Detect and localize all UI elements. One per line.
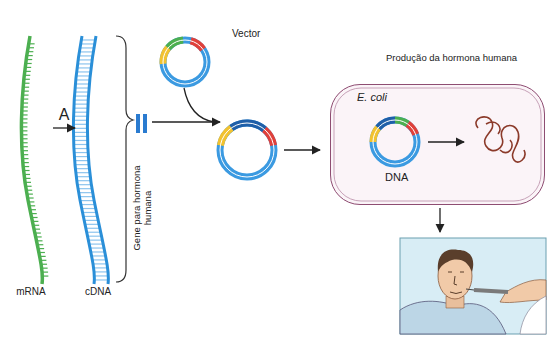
node-label: mRNA: [12, 286, 50, 298]
plasmid-ring: [220, 123, 274, 177]
node-label: Gene para hormona humana: [132, 149, 154, 267]
bracket: [116, 36, 133, 282]
cell-body: [330, 84, 545, 205]
cdna-strand: [87, 36, 108, 284]
panel-title: Produção da hormona humana: [386, 52, 517, 63]
plasmid-ring: [373, 120, 417, 164]
arrow-line: [439, 208, 440, 232]
arrow-line: [152, 121, 220, 122]
cell-membrane: [334, 88, 541, 201]
ecoli-cell: E. coliDNA: [330, 84, 545, 205]
mrna-strand: [21, 36, 42, 284]
protein-hormone: [476, 117, 525, 162]
node-label: cDNA: [76, 286, 120, 298]
vector-plasmid: [160, 37, 207, 84]
gene-segment: [143, 114, 147, 133]
arrow-line: [428, 141, 464, 142]
node-label: Vector: [232, 28, 260, 40]
gene-node: Gene para hormona humana: [132, 113, 158, 267]
patient-injection: [400, 238, 546, 334]
cell-plasmid: [370, 117, 419, 165]
plasmid-groove: [373, 120, 417, 164]
cdna-node: cDNA: [76, 30, 122, 302]
plasmid-groove: [163, 40, 207, 84]
step-label: A: [57, 107, 72, 123]
arrow-line: [284, 149, 320, 150]
arrow-line: [184, 88, 214, 122]
recombinant-plasmid: [217, 120, 277, 177]
mrna-node: mRNA: [12, 30, 52, 302]
process-arrow: [53, 127, 75, 128]
plasmid-groove: [220, 123, 274, 177]
plasmid-ring: [163, 40, 207, 84]
vector-node: Vector: [158, 26, 270, 88]
mrna-bases: [21, 44, 48, 276]
node-label: DNA: [385, 171, 408, 184]
gene-segment: [136, 114, 140, 133]
node-label: E. coli: [357, 91, 387, 104]
